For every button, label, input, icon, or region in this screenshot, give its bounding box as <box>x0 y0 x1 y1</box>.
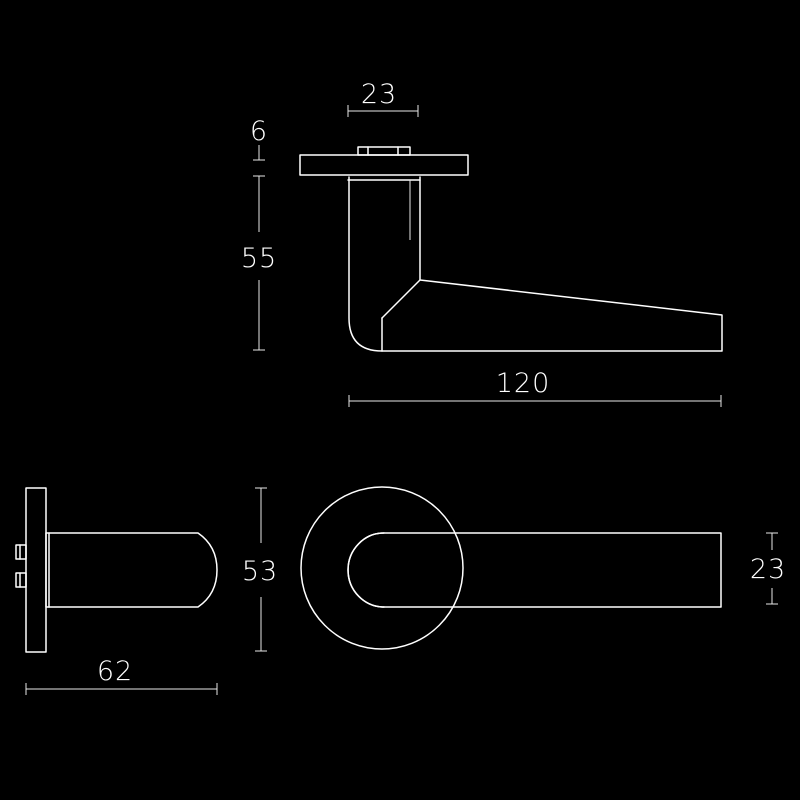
dim-lever-height-label: 23 <box>750 554 786 585</box>
dim-rose-diameter-label: 53 <box>242 556 278 587</box>
dim-lever-depth-label: 62 <box>97 656 133 687</box>
rose-plate-top <box>25 487 47 653</box>
lever-bend-line <box>381 279 421 319</box>
lever-top-outline <box>48 532 218 608</box>
dim-lever-height: 23 <box>750 532 786 605</box>
dim-rose-width-label: 23 <box>361 79 397 110</box>
dim-lever-depth: 62 <box>25 656 218 695</box>
dim-rose-diameter: 53 <box>242 487 278 652</box>
dim-lever-length: 120 <box>348 368 722 407</box>
dim-projection-label: 55 <box>241 243 277 274</box>
dim-rose-thickness-label: 6 <box>250 116 268 147</box>
rose-front <box>300 486 464 650</box>
dim-projection: 55 <box>241 176 277 351</box>
lever-front-outline <box>347 532 722 608</box>
dim-rose-width: 23 <box>347 79 419 117</box>
dim-lever-length-label: 120 <box>496 368 551 399</box>
lever-side-outline <box>348 176 723 352</box>
screw-fittings <box>15 544 27 588</box>
rose-plate-side <box>299 146 469 181</box>
front-view: 23 <box>300 486 786 650</box>
side-view: 23 6 55 120 <box>241 79 723 407</box>
dim-rose-thickness: 6 <box>250 116 268 177</box>
top-view: 62 53 <box>15 487 278 695</box>
lever-inner-edge <box>347 532 385 608</box>
